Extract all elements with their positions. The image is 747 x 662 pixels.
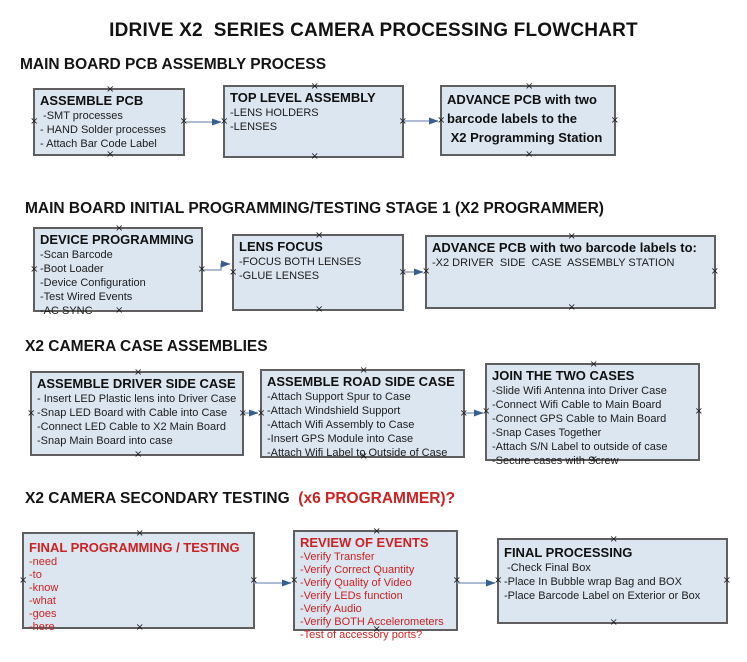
box-title: ASSEMBLE DRIVER SIDE CASE — [37, 376, 236, 391]
box-item: - Attach Bar Code Label — [40, 138, 157, 150]
flow-box-top-level-assembly: TOP LEVEL ASSEMBLY -LENS HOLDERS -LENSES… — [220, 82, 407, 162]
box-item: -Connect Wifi Cable to Main Board — [492, 399, 662, 411]
page-title: IDRIVE X2 SERIES CAMERA PROCESSING FLOWC… — [109, 20, 638, 41]
box-title: JOIN THE TWO CASES — [492, 368, 635, 383]
box-item: -Snap Main Board into case — [37, 435, 173, 447]
box-item: -Scan Barcode — [40, 249, 113, 261]
box-item: -Verify Transfer — [300, 551, 375, 563]
box-item: -Attach Windshield Support — [267, 405, 401, 417]
flow-box-assemble-pcb: ASSEMBLE PCB -SMT processes - HAND Solde… — [30, 85, 188, 160]
box-item: -GLUE LENSES — [239, 270, 320, 282]
box-item: -Place Barcode Label on Exterior or Box — [504, 590, 701, 602]
box-item: - Insert LED Plastic lens into Driver Ca… — [37, 393, 237, 405]
box-title: DEVICE PROGRAMMING — [40, 232, 194, 247]
box-item: -Attach Wifi Assembly to Case — [267, 419, 415, 431]
flow-box-assemble-road-side-case: ASSEMBLE ROAD SIDE CASE -Attach Support … — [257, 366, 468, 462]
box-item: -Place In Bubble wrap Bag and BOX — [504, 576, 682, 588]
box-item: -Secure cases with Screw — [492, 455, 619, 467]
box-title-line: X2 Programming Station — [447, 130, 603, 145]
box-item: -Verify Quality of Video — [300, 577, 412, 589]
box-item: -Verify LEDs function — [300, 590, 403, 602]
box-item: -Attach Support Spur to Case — [267, 391, 411, 403]
box-item: -Attach Wifi Label to Outside of Case — [267, 447, 448, 459]
box-item: -Snap LED Board with Cable into Case — [37, 407, 228, 419]
flow-box-final-processing: FINAL PROCESSING -Check Final Box -Place… — [494, 535, 731, 628]
box-item: -what — [29, 595, 56, 607]
box-title: ASSEMBLE PCB — [40, 93, 144, 108]
box-title: REVIEW OF EVENTS — [300, 535, 429, 550]
box-item: -need — [29, 556, 58, 568]
box-item: -Insert GPS Module into Case — [267, 433, 414, 445]
box-item: -SMT processes — [40, 110, 123, 122]
box-item: -know — [29, 582, 59, 594]
box-item: -Boot Loader — [40, 263, 104, 275]
box-title: ADVANCE PCB with two barcode labels to: — [432, 240, 697, 255]
box-item: -Verify BOTH Accelerometers — [300, 616, 444, 628]
box-item: -Snap Cases Together — [492, 427, 602, 439]
flow-box-lens-focus: LENS FOCUS -FOCUS BOTH LENSES -GLUE LENS… — [229, 231, 407, 315]
box-item: -LENSES — [230, 121, 278, 133]
box-item: -Attach S/N Label to outside of case — [492, 441, 668, 453]
box-item: -AC SYNC — [40, 305, 93, 317]
box-item: -X2 DRIVER SIDE CASE ASSEMBLY STATION — [432, 257, 675, 269]
box-item: -Check Final Box — [504, 562, 591, 574]
box-title: FINAL PROGRAMMING / TESTING — [29, 540, 240, 555]
box-item: -Device Configuration — [40, 277, 146, 289]
box-title: FINAL PROCESSING — [504, 545, 633, 560]
flow-box-assemble-driver-side-case: ASSEMBLE DRIVER SIDE CASE - Insert LED P… — [27, 368, 247, 460]
arrow-device-programming-to-lens-focus — [203, 260, 231, 271]
box-item: -Test Wired Events — [40, 291, 133, 303]
section-heading-pcb-assembly: MAIN BOARD PCB ASSEMBLY PROCESS — [20, 56, 327, 73]
box-title-line: ADVANCE PCB with two — [447, 92, 597, 107]
box-item: - HAND Solder processes — [40, 124, 166, 136]
flow-box-device-programming: DEVICE PROGRAMMING -Scan Barcode -Boot L… — [30, 224, 206, 318]
box-item: -Connect GPS Cable to Main Board — [492, 413, 667, 425]
box-item: -Verify Audio — [300, 603, 362, 615]
box-item: -LENS HOLDERS — [230, 107, 319, 119]
box-title: LENS FOCUS — [239, 239, 323, 254]
section-heading-secondary-testing-red: (x6 PROGRAMMER)? — [294, 490, 456, 507]
box-item: -goes — [29, 608, 57, 620]
section-heading-case-assemblies: X2 CAMERA CASE ASSEMBLIES — [25, 338, 268, 355]
box-title-line: barcode labels to the — [447, 111, 578, 126]
section-heading-secondary-testing-black: X2 CAMERA SECONDARY TESTING — [25, 490, 294, 507]
flow-box-join-the-two-cases: JOIN THE TWO CASES -Slide Wifi Antenna i… — [482, 360, 703, 468]
box-item: -Test of accessory ports? — [300, 629, 423, 641]
section-heading-initial-programming: MAIN BOARD INITIAL PROGRAMMING/TESTING S… — [25, 200, 604, 217]
box-title: ASSEMBLE ROAD SIDE CASE — [267, 374, 455, 389]
section-heading-secondary-testing: X2 CAMERA SECONDARY TESTING (x6 PROGRAMM… — [25, 490, 455, 508]
flow-box-final-programming-testing: FINAL PROGRAMMING / TESTING -need -to -k… — [19, 529, 258, 634]
box-item: -Slide Wifi Antenna into Driver Case — [492, 385, 667, 397]
flow-box-advance-pcb-programming-station: ADVANCE PCB with two barcode labels to t… — [437, 82, 619, 160]
box-item: -to — [29, 569, 42, 581]
box-item: -Verify Correct Quantity — [300, 564, 415, 576]
box-item: -Connect LED Cable to X2 Main Board — [37, 421, 226, 433]
flow-box-advance-pcb-driver-side-station: ADVANCE PCB with two barcode labels to: … — [422, 232, 719, 313]
box-item: -FOCUS BOTH LENSES — [239, 256, 362, 268]
box-item: -here — [29, 621, 55, 633]
box-title: TOP LEVEL ASSEMBLY — [230, 90, 376, 105]
